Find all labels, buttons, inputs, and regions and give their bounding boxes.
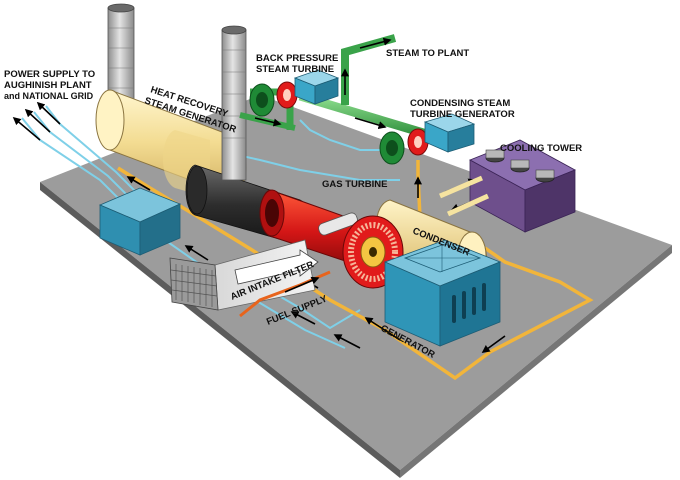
air-intake-arrow	[234, 249, 319, 285]
generator-cable-arrows	[184, 245, 361, 349]
label-steam-to-plant: STEAM TO PLANT	[386, 48, 469, 59]
label-power-supply-3: and NATIONAL GRID	[4, 91, 94, 101]
power-supply-arrows	[12, 101, 61, 141]
label-back-pressure-1: BACK PRESSURE	[256, 53, 338, 64]
cooling-pipes	[439, 175, 490, 217]
feedwater-pipe	[117, 160, 594, 381]
label-condensing-1: CONDENSING STEAM	[410, 98, 510, 109]
generator	[383, 239, 502, 347]
label-back-pressure-2: STEAM TURBINE	[256, 64, 334, 75]
label-condensing-2: TURBINE GENERATOR	[410, 109, 515, 120]
label-gas-turbine: GAS TURBINE	[322, 179, 387, 190]
label-power-supply-1: POWER SUPPLY TO	[4, 69, 95, 80]
transformer	[98, 187, 182, 256]
condensing-steam-turbine-generator	[379, 113, 476, 165]
steam-arrows	[254, 37, 392, 129]
exhaust-stack-right	[221, 25, 247, 181]
label-power-supply-2: AUGHINISH PLANT	[4, 80, 92, 91]
fuel-supply-arrow	[284, 276, 320, 293]
back-pressure-steam-turbine	[249, 69, 340, 117]
label-cooling-tower: COOLING TOWER	[500, 143, 582, 154]
cooling-tower	[469, 139, 576, 233]
power-cables	[21, 105, 400, 349]
